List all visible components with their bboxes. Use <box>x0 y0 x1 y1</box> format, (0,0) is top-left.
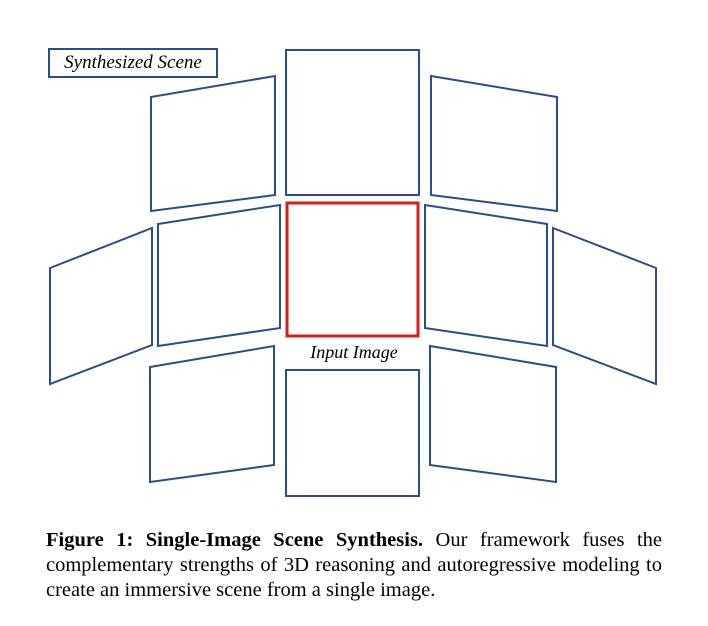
view-middle-right <box>424 203 548 348</box>
view-top-left <box>150 74 276 213</box>
view-middle-far-right-image <box>553 228 656 384</box>
view-input <box>285 201 420 338</box>
view-top-right <box>430 74 558 213</box>
view-bottom-left-border <box>149 344 275 484</box>
view-bottom-left <box>149 344 275 484</box>
synthesized-scene-label-text: Synthesized Scene <box>64 52 202 73</box>
view-top-left-border <box>150 74 276 213</box>
view-bottom-center-border <box>285 369 420 497</box>
view-bottom-right <box>429 344 557 484</box>
view-top-left-image <box>151 76 275 211</box>
view-top-right-image <box>431 76 557 211</box>
view-bottom-left-image <box>150 346 274 482</box>
view-bottom-center-image <box>286 370 419 496</box>
view-middle-right-border <box>424 203 548 348</box>
view-bottom-right-image <box>430 346 556 482</box>
figure-caption: Figure 1: Single-Image Scene Synthesis. … <box>46 528 662 603</box>
caption-figure-number: Figure 1: <box>46 529 134 551</box>
input-image-label: Input Image <box>310 342 398 362</box>
view-top-center-image <box>286 50 419 195</box>
view-middle-far-right <box>552 226 657 386</box>
view-middle-far-left <box>49 226 153 386</box>
view-bottom-right-border <box>429 344 557 484</box>
view-middle-far-right-border <box>552 226 657 386</box>
caption-title: Single-Image Scene Synthesis. <box>145 529 424 551</box>
caption-text: Our framework fuses the complementary st… <box>46 529 663 601</box>
synthesized-scene-label: Synthesized Scene <box>48 48 218 78</box>
view-bottom-center <box>285 369 420 497</box>
view-top-right-border <box>430 74 558 213</box>
view-top-center-border <box>285 49 420 196</box>
view-input-border <box>285 201 420 338</box>
view-middle-left-image <box>158 205 280 346</box>
view-middle-left <box>157 203 281 348</box>
figure-panel <box>49 49 657 497</box>
view-middle-right-image <box>425 205 547 346</box>
view-input-image <box>287 203 418 336</box>
view-middle-far-left-border <box>49 226 153 386</box>
view-top-center <box>285 49 420 196</box>
view-middle-far-left-image <box>50 228 152 384</box>
view-middle-left-border <box>157 203 281 348</box>
